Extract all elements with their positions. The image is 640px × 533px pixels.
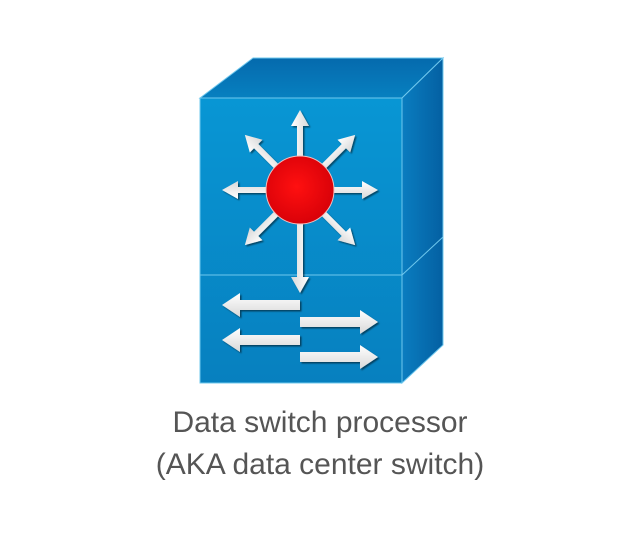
cube-side-face [401, 56, 444, 385]
hub-circle [265, 155, 335, 225]
caption-line-2: (AKA data center switch) [155, 448, 485, 481]
caption-line-1: Data switch processor [172, 406, 468, 439]
cube-top-face [198, 57, 445, 99]
bidirectional-arrows-icon [222, 293, 378, 369]
